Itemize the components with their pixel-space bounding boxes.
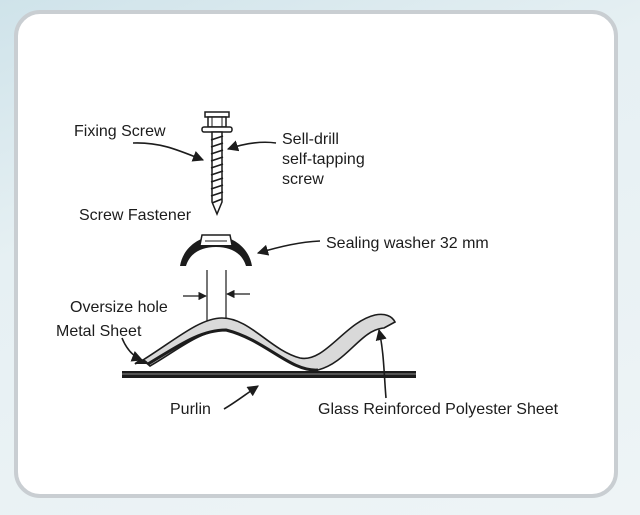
label-grp-sheet: Glass Reinforced Polyester Sheet	[318, 401, 559, 418]
label-screw-fastener: Screw Fastener	[79, 207, 192, 224]
label-self-drill-line-1: Sell-drill	[282, 131, 339, 148]
fixing-screw-arrow	[132, 142, 205, 162]
diagram-card	[14, 10, 618, 498]
corrugated-sheet	[134, 313, 397, 372]
label-oversize-hole: Oversize hole	[70, 299, 168, 316]
grp-sheet-arrow	[375, 328, 387, 399]
label-metal-sheet: Metal Sheet	[56, 323, 142, 340]
sealing-washer-arrow	[256, 240, 321, 256]
screw-icon	[201, 111, 233, 216]
metal-sheet-arrow	[121, 337, 144, 362]
oversize-hole-indicator	[183, 270, 250, 322]
sealing-washer-icon	[180, 234, 252, 266]
purlin-beam	[122, 371, 416, 378]
label-purlin: Purlin	[170, 401, 211, 418]
self-drill-arrow	[226, 140, 277, 152]
label-self-drill-line-2: self-tapping	[282, 151, 365, 168]
label-self-drill-line-3: screw	[282, 171, 324, 188]
label-sealing-washer: Sealing washer 32 mm	[326, 235, 489, 252]
label-self-drill-screw: Sell-drill self-tapping screw	[282, 130, 402, 190]
label-fixing-screw: Fixing Screw	[74, 123, 166, 140]
purlin-arrow	[223, 385, 259, 410]
